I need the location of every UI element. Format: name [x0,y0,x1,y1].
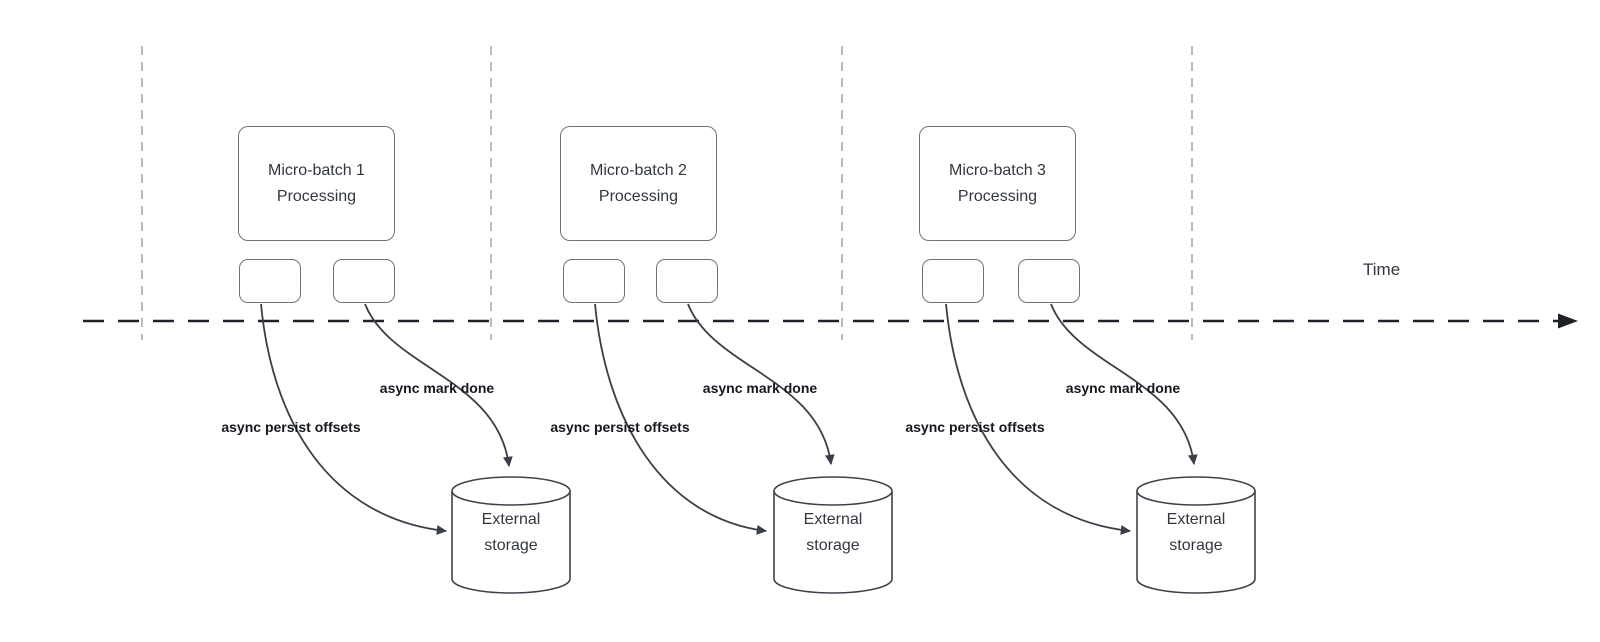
external-storage-cylinder-1 [451,476,571,594]
micro-batch-1-title: Micro-batch 1 Processing [268,161,365,205]
micro-batch-2-title: Micro-batch 2 Processing [590,161,687,205]
time-axis-arrowhead-icon [1558,313,1578,329]
persist-offsets-arrow-3 [945,303,1132,535]
external-storage-cylinder-2 [773,476,893,594]
external-storage-label-1: External storage [481,511,541,554]
external-storage-label-3: External storage [1166,511,1226,554]
micro-batch-3-title: Micro-batch 3 Processing [949,161,1046,205]
micro-batch-3-task-box-right [1018,259,1080,303]
persist-offsets-arrow-1 [260,303,448,535]
async-mark-done-label-2: async mark done [702,380,818,396]
micro-batch-1-task-box-left [239,259,301,303]
mark-done-arrow-3 [1050,303,1198,466]
micro-batch-3-task-box-left [922,259,984,303]
async-mark-done-label-1: async mark done [379,380,495,396]
external-storage-cylinder-3 [1136,476,1256,594]
micro-batch-3-processing-box: Micro-batch 3 Processing [919,126,1076,241]
micro-batch-2-processing-box: Micro-batch 2 Processing [560,126,717,241]
async-persist-offsets-label-1: async persist offsets [221,419,361,435]
mark-done-arrow-1 [364,303,513,468]
micro-batch-2-task-box-right [656,259,718,303]
external-storage-label-2: External storage [803,511,863,554]
async-persist-offsets-label-2: async persist offsets [550,419,690,435]
async-mark-done-label-3: async mark done [1065,380,1181,396]
micro-batch-2-task-box-left [563,259,625,303]
time-axis-label: Time [1363,260,1401,279]
micro-batch-1-processing-box: Micro-batch 1 Processing [238,126,395,241]
mark-done-arrow-2 [687,303,835,466]
micro-batch-1-task-box-right [333,259,395,303]
persist-offsets-arrow-2 [594,303,768,535]
async-persist-offsets-label-3: async persist offsets [905,419,1045,435]
